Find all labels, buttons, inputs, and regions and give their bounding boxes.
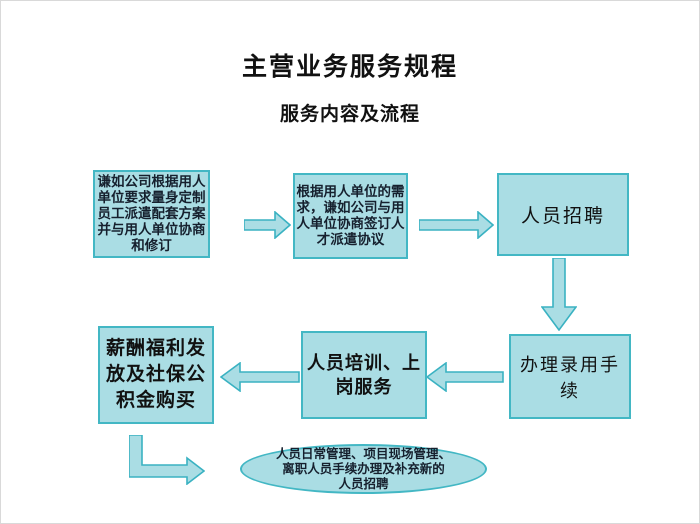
salary-box-label: 薪酬福利发 放及社保公 积金购买 [105, 338, 206, 411]
operations-ellipse: 人员日常管理、项目现场管理、 离职人员手续办理及补充新的 人员招聘 [240, 444, 487, 494]
arrow-left-training-to-salary-icon [220, 362, 300, 392]
training-box-label: 人员培训、上 岗服务 [307, 353, 421, 397]
training-box: 人员培训、上 岗服务 [301, 331, 427, 419]
agreement-box: 根据用人单位的需 求，谦如公司与用 人单位协商签订人 才派遣协议 [293, 173, 408, 259]
hire-box: 办理录用手续 [509, 334, 631, 419]
arrow-left-hire-to-training-icon [426, 362, 504, 392]
agreement-box-label: 根据用人单位的需 求，谦如公司与用 人单位协商签订人 才派遣协议 [296, 184, 405, 247]
plan-box-label: 谦如公司根据用人 单位要求量身定制 员工派遣配套方案 并与用人单位协商 和修订 [97, 174, 206, 253]
arrow-right-agreement-to-recruit-icon [419, 211, 494, 239]
recruit-box-label: 人员招聘 [520, 206, 605, 227]
arrow-right-plan-to-agreement-icon [244, 211, 291, 239]
operations-ellipse-label: 人员日常管理、项目现场管理、 离职人员手续办理及补充新的 人员招聘 [275, 446, 451, 491]
arrow-down-recruit-to-hire-icon [541, 258, 577, 331]
hire-box-label: 办理录用手续 [520, 354, 620, 401]
arrow-bent-salary-to-operations-icon [129, 435, 205, 485]
plan-box: 谦如公司根据用人 单位要求量身定制 员工派遣配套方案 并与用人单位协商 和修订 [93, 170, 210, 258]
page-title: 主营业务服务规程 [241, 54, 458, 81]
recruit-box: 人员招聘 [497, 173, 629, 256]
page-subtitle: 服务内容及流程 [279, 104, 420, 125]
salary-box: 薪酬福利发 放及社保公 积金购买 [98, 326, 214, 424]
